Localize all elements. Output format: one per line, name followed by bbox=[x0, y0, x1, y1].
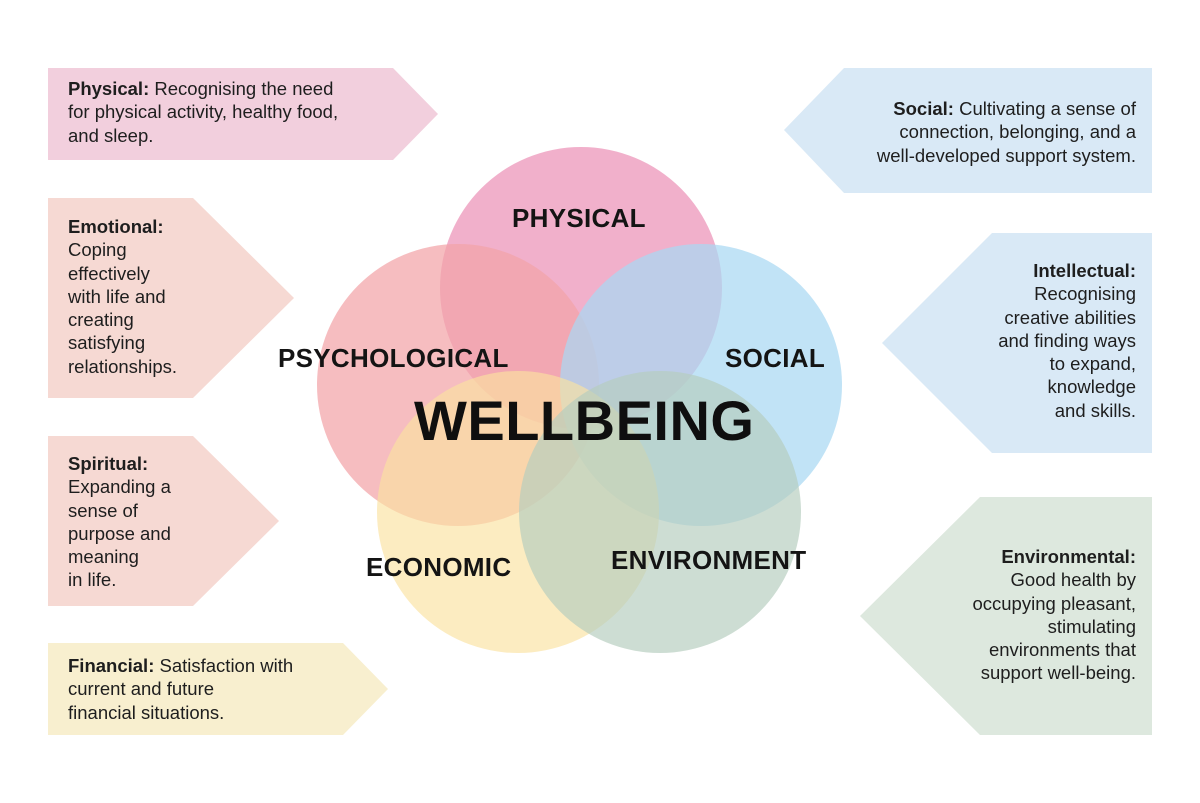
social-card-line-2: connection, belonging, and a bbox=[899, 121, 1136, 143]
financial-card-line-1: Satisfaction with bbox=[154, 655, 294, 676]
psychological-circle-label: PSYCHOLOGICAL bbox=[278, 343, 509, 373]
physical-card-line-2: for physical activity, healthy food, bbox=[68, 101, 339, 123]
intellectual-card-fill bbox=[882, 233, 1152, 453]
financial-card-line-2: current and future bbox=[68, 678, 215, 700]
emotional-card: Emotional: Coping effectively with life … bbox=[48, 198, 298, 398]
environmental-card-line-1: Good health by bbox=[1010, 569, 1136, 591]
spiritual-card-line-4: meaning bbox=[68, 546, 139, 568]
spiritual-card-line-5: in life. bbox=[68, 569, 117, 591]
financial-card-line-3: financial situations. bbox=[68, 701, 225, 723]
physical-card-fill bbox=[48, 68, 438, 160]
social-card: Social: Cultivating a sense of connectio… bbox=[782, 68, 1152, 193]
environmental-card-heading: Environmental: bbox=[1001, 546, 1136, 567]
spiritual-card: Spiritual: Expanding a sense of purpose … bbox=[48, 436, 282, 606]
social-card-line-1: Cultivating a sense of bbox=[953, 98, 1136, 119]
financial-card-arrow-shape bbox=[48, 643, 388, 735]
environmental-card: Environmental: Good health by occupying … bbox=[858, 497, 1152, 735]
environmental-card-line-4: environments that bbox=[988, 639, 1136, 661]
intellectual-card-line-2: creative abilities bbox=[1004, 306, 1136, 328]
spiritual-card-fill bbox=[48, 436, 279, 606]
emotional-card-line-2: effectively bbox=[68, 262, 150, 284]
physical-card-line-1: Recognising the need bbox=[149, 78, 334, 99]
environmental-card-text: Environmental: Good health by occupying … bbox=[972, 545, 1136, 685]
emotional-card-line-6: relationships. bbox=[68, 355, 178, 377]
intellectual-card-line-4: to expand, bbox=[1049, 353, 1136, 375]
environmental-card-line-5: support well-being. bbox=[980, 662, 1136, 684]
social-card-heading: Social: bbox=[893, 98, 954, 119]
physical-card-arrow-shape bbox=[48, 68, 438, 160]
emotional-card-arrow-shape bbox=[48, 198, 294, 398]
intellectual-card-line-3: and finding ways bbox=[998, 329, 1136, 351]
intellectual-card-text: Intellectual: Recognising creative abili… bbox=[998, 259, 1136, 422]
intellectual-card-line-1: Recognising bbox=[1034, 283, 1136, 305]
wellbeing-center-title: WELLBEING bbox=[414, 389, 755, 452]
emotional-card-line-3: with life and bbox=[68, 285, 166, 307]
physical-card-line-3: and sleep. bbox=[68, 124, 154, 146]
spiritual-card-line-1: Expanding a bbox=[68, 476, 171, 498]
environmental-card-line-2: occupying pleasant, bbox=[972, 592, 1136, 614]
social-card-text: Social: Cultivating a sense of connectio… bbox=[877, 97, 1136, 167]
spiritual-card-line-2: sense of bbox=[68, 499, 138, 521]
emotional-card-line-1: Coping bbox=[68, 239, 127, 261]
environmental-card-arrow-shape bbox=[860, 497, 1152, 735]
social-card-fill bbox=[784, 68, 1152, 193]
environment-circle bbox=[519, 371, 801, 653]
financial-card-fill bbox=[48, 643, 388, 735]
physical-card: Physical: Recognising the need for physi… bbox=[48, 68, 440, 160]
spiritual-card-text: Spiritual: Expanding a sense of purpose … bbox=[68, 452, 171, 592]
physical-circle-label: PHYSICAL bbox=[512, 203, 646, 233]
environmental-card-line-3: stimulating bbox=[1047, 615, 1136, 637]
emotional-card-heading: Emotional: bbox=[68, 216, 164, 237]
emotional-card-line-4: creating bbox=[68, 309, 134, 331]
social-card-arrow-shape bbox=[784, 68, 1152, 193]
financial-card-text: Financial: Satisfaction with current and… bbox=[68, 654, 293, 724]
emotional-card-line-5: satisfying bbox=[68, 332, 146, 354]
financial-card-heading: Financial: bbox=[68, 655, 155, 676]
intellectual-card-arrow-shape bbox=[882, 233, 1152, 453]
intellectual-card-line-6: and skills. bbox=[1054, 399, 1136, 421]
spiritual-card-line-3: purpose and bbox=[68, 522, 171, 544]
emotional-card-fill bbox=[48, 198, 294, 398]
economic-circle-label: ECONOMIC bbox=[366, 552, 512, 582]
spiritual-card-arrow-shape bbox=[48, 436, 279, 606]
intellectual-card-line-5: knowledge bbox=[1047, 376, 1136, 398]
physical-card-text: Physical: Recognising the need for physi… bbox=[68, 77, 338, 147]
emotional-card-text: Emotional: Coping effectively with life … bbox=[68, 215, 177, 378]
physical-card-heading: Physical: bbox=[68, 78, 150, 99]
social-circle-label: SOCIAL bbox=[725, 343, 826, 373]
social-card-line-3: well-developed support system. bbox=[876, 144, 1136, 166]
spiritual-card-heading: Spiritual: bbox=[68, 453, 149, 474]
environmental-card-fill bbox=[860, 497, 1152, 735]
environment-circle-label: ENVIRONMENT bbox=[611, 545, 807, 575]
intellectual-card: Intellectual: Recognising creative abili… bbox=[880, 233, 1152, 453]
intellectual-card-heading: Intellectual: bbox=[1033, 260, 1136, 281]
financial-card: Financial: Satisfaction with current and… bbox=[48, 643, 390, 735]
